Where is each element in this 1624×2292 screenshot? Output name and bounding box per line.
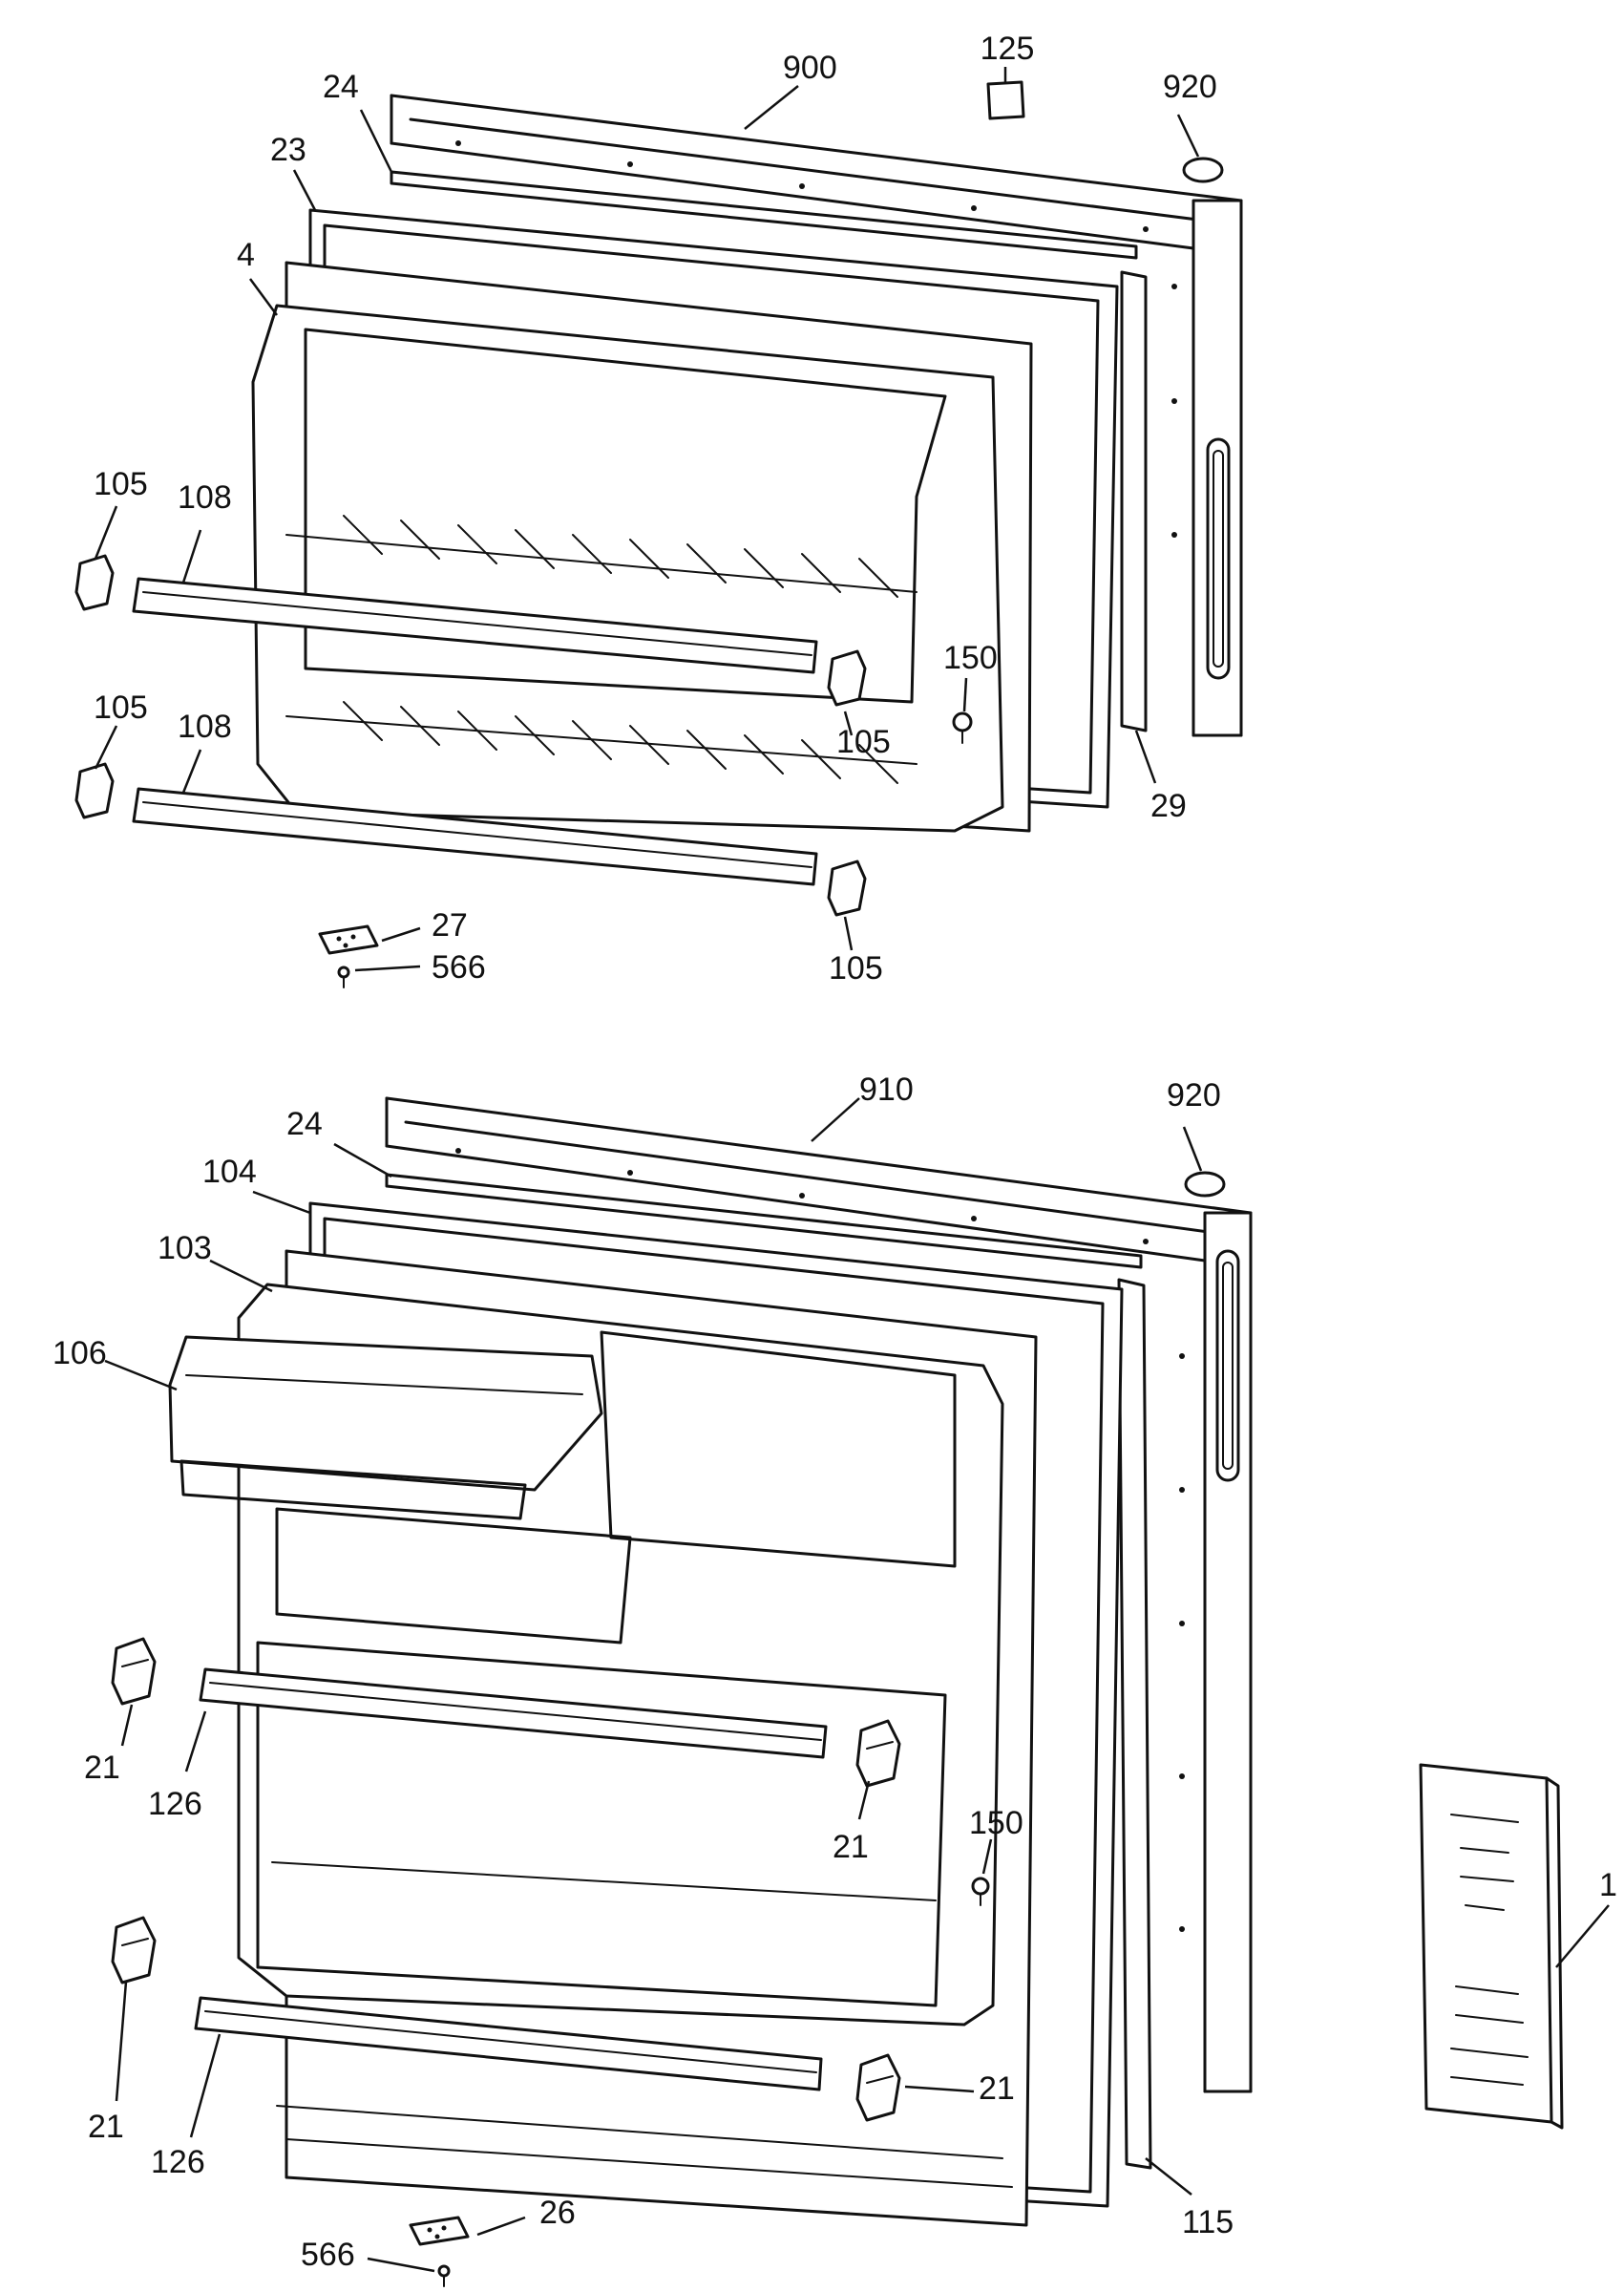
manual-booklet	[1419, 1763, 1610, 2130]
label-upper-hinge-plate: 27	[432, 907, 468, 944]
label-lower-liner: 103	[158, 1230, 212, 1266]
label-upper-gasket: 23	[270, 132, 306, 168]
label-lower-rail-1: 126	[148, 1786, 202, 1822]
label-lower-side-trim: 115	[1182, 2204, 1234, 2240]
lower-bracket-left-2	[111, 1916, 157, 1984]
upper-bracket-left-1	[74, 554, 115, 611]
label-upper-door-frame: 900	[783, 50, 837, 86]
upper-stop	[952, 711, 973, 744]
label-manual: 1	[1599, 1867, 1617, 1903]
label-lower-hinge-plate: 26	[539, 2195, 576, 2231]
label-lower-bracket-right-1: 21	[833, 1829, 869, 1865]
label-upper-liner: 4	[237, 237, 255, 273]
label-lower-rail-2: 126	[151, 2144, 205, 2180]
lower-screw	[437, 2264, 451, 2287]
label-upper-plug: 920	[1163, 69, 1217, 105]
label-upper-screw: 566	[432, 949, 486, 986]
label-lower-screw: 566	[301, 2237, 355, 2273]
label-upper-pad: 125	[981, 31, 1035, 67]
upper-hinge-plate	[318, 924, 379, 955]
label-lower-stop: 150	[969, 1805, 1023, 1841]
lower-leaders	[104, 1097, 1203, 2273]
upper-shelf-rail-2	[132, 787, 818, 886]
upper-shelf-rail-1	[132, 577, 818, 674]
upper-top-trim	[390, 170, 1138, 260]
label-lower-bracket-left-2: 21	[88, 2109, 124, 2145]
label-upper-bracket-left-2: 105	[94, 690, 148, 726]
label-lower-top-trim: 24	[286, 1106, 323, 1142]
label-lower-plug: 920	[1167, 1077, 1221, 1114]
label-upper-bracket-right-1: 105	[836, 724, 891, 760]
lower-dairy-door	[168, 1335, 603, 1520]
pad-part	[986, 80, 1025, 120]
lower-door-assembly	[104, 1096, 1253, 2287]
label-upper-shelf-rail-2: 108	[178, 709, 232, 745]
upper-bracket-right-1	[827, 649, 867, 707]
upper-liner	[251, 261, 1033, 833]
label-lower-bracket-right-2: 21	[979, 2070, 1015, 2107]
upper-screw	[337, 966, 350, 988]
upper-leaders	[94, 67, 1200, 972]
lower-door-frame	[385, 1096, 1253, 2093]
manual-text-lines	[1450, 1814, 1529, 2086]
label-lower-door-frame: 910	[859, 1072, 914, 1108]
label-upper-side-trim: 29	[1150, 788, 1187, 824]
label-lower-gasket: 104	[202, 1154, 257, 1190]
label-upper-bracket-right-2: 105	[829, 950, 883, 987]
lower-frame-holes	[455, 1148, 1185, 1932]
label-upper-shelf-rail-1: 108	[178, 479, 232, 516]
label-lower-bracket-left-1: 21	[84, 1750, 120, 1786]
upper-liner-shelf-ribs	[285, 515, 917, 784]
lower-hinge-plate	[409, 2216, 470, 2246]
lower-rail-2	[194, 1996, 823, 2091]
lower-bracket-left-1	[111, 1637, 157, 1706]
upper-labels: 900 125 920 24 23 4 105 108 105 108 105 …	[94, 31, 1217, 987]
upper-bracket-left-2	[74, 762, 115, 819]
lower-rail-1	[199, 1667, 828, 1759]
label-upper-top-trim: 24	[323, 69, 359, 105]
label-upper-bracket-left-1: 105	[94, 466, 148, 502]
lower-bracket-right-1	[855, 1719, 901, 1788]
lower-stop	[971, 1877, 990, 1906]
lower-top-trim	[385, 1173, 1143, 1269]
lower-bracket-right-2	[855, 2053, 901, 2122]
upper-door-assembly	[74, 67, 1243, 988]
frame-holes	[455, 140, 1177, 538]
upper-door-frame	[390, 94, 1243, 737]
lower-side-trim	[1117, 1278, 1152, 2170]
plug-part	[1182, 157, 1224, 183]
upper-side-trim	[1120, 270, 1148, 732]
lower-plug-part	[1184, 1171, 1226, 1198]
upper-bracket-right-2	[827, 860, 867, 917]
lower-labels: 910 920 24 104 103 106 21 126 21 150 21 …	[53, 1072, 1234, 2273]
label-upper-stop: 150	[943, 640, 998, 676]
label-lower-dairy-door: 106	[53, 1335, 107, 1371]
